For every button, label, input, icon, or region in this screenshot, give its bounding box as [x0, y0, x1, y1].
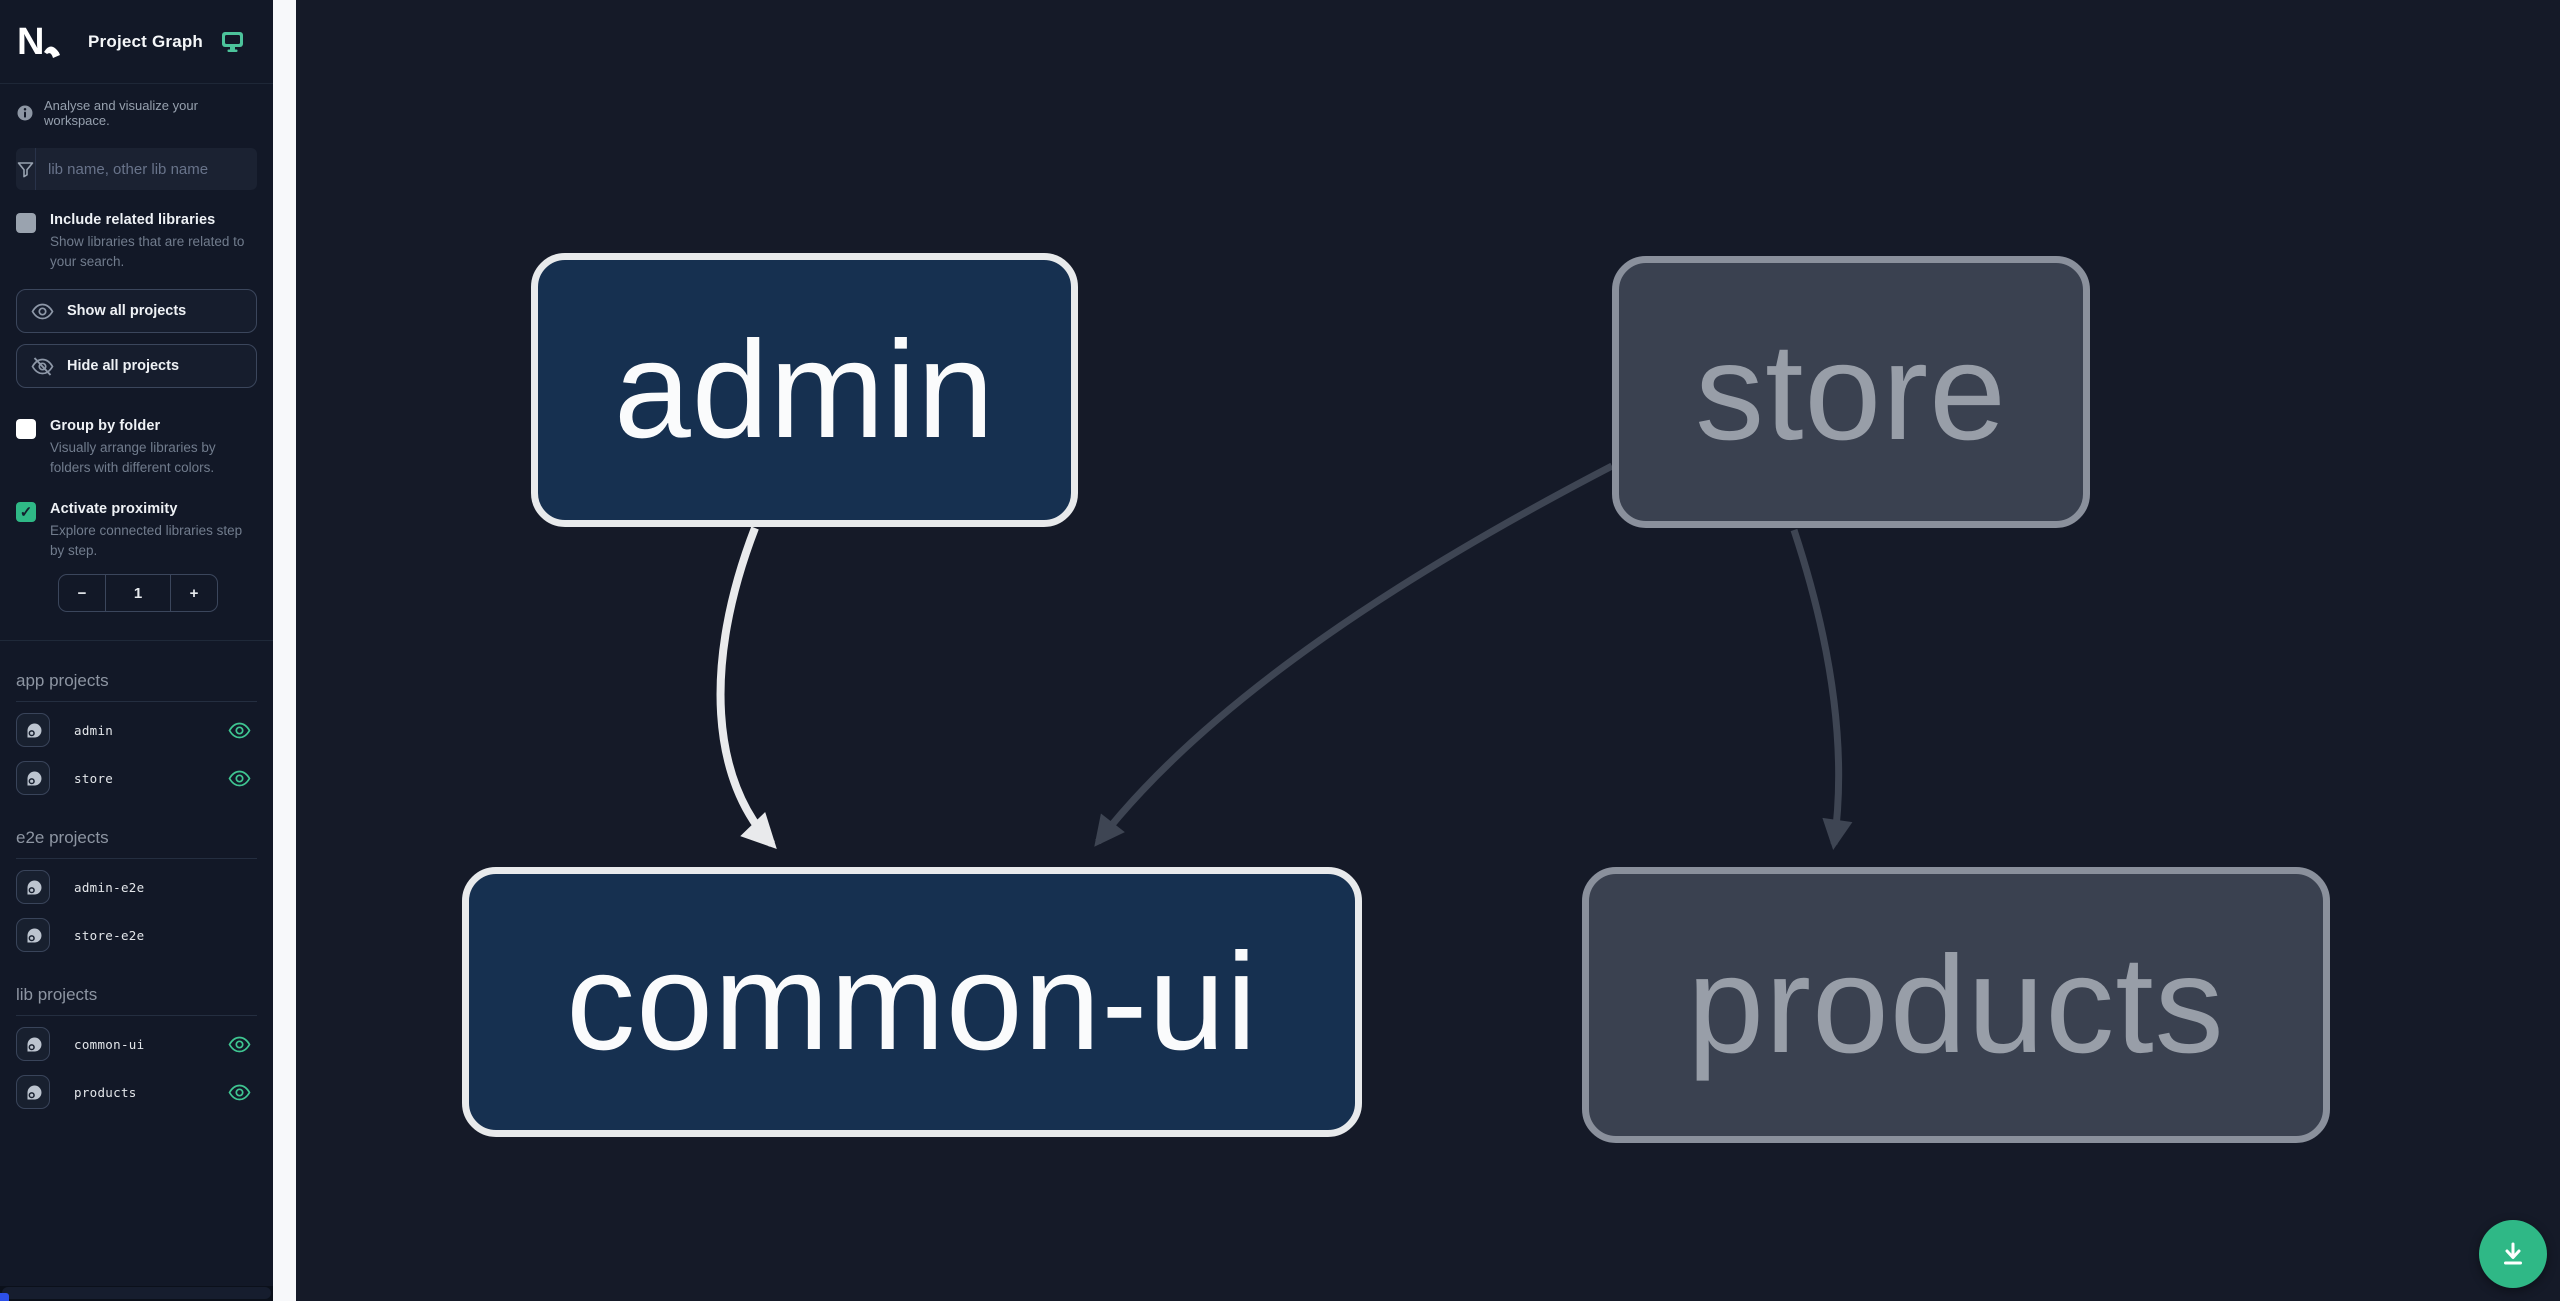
sidebar-canvas-divider [273, 0, 296, 1301]
graph-node-common-ui[interactable]: common-ui [462, 867, 1362, 1137]
focus-project-button[interactable] [16, 918, 50, 953]
project-row-store: store [16, 758, 257, 798]
project-row-store-e2e: store-e2e [16, 915, 257, 955]
search-box [16, 148, 257, 190]
focus-project-button[interactable] [16, 870, 50, 905]
toggle-visibility-eye-icon[interactable] [228, 770, 251, 787]
filter-icon [16, 148, 36, 190]
toggle-visibility-eye-icon[interactable] [228, 722, 251, 739]
option-include-related: Include related libraries Show libraries… [0, 212, 273, 271]
project-row-common-ui: common-ui [16, 1024, 257, 1064]
nx-logo: N [17, 21, 60, 63]
toggle-visibility-eye-icon[interactable] [228, 1084, 251, 1101]
include-related-description: Show libraries that are related to your … [50, 234, 245, 269]
section-title: lib projects [16, 985, 257, 1017]
focus-pin-icon [27, 1085, 42, 1100]
section-app-projects: app projects admin [0, 671, 273, 798]
group-by-folder-checkbox[interactable] [16, 419, 36, 440]
tagline-row: Analyse and visualize your workspace. [0, 98, 273, 128]
focus-project-button[interactable] [16, 1075, 50, 1110]
include-related-checkbox[interactable] [16, 213, 36, 233]
proximity-increment-button[interactable]: + [170, 575, 217, 612]
focus-project-button[interactable] [16, 761, 50, 796]
node-label: admin [614, 312, 995, 467]
proximity-value: 1 [133, 584, 143, 602]
project-name[interactable]: common-ui [74, 1036, 145, 1052]
page-title: Project Graph [88, 31, 204, 51]
proximity-stepper: − 1 + [58, 574, 218, 613]
activate-proximity-label: Activate proximity [50, 501, 178, 518]
group-by-folder-label: Group by folder [50, 418, 161, 435]
section-title: e2e projects [16, 828, 257, 860]
activate-proximity-description: Explore connected libraries step by step… [50, 523, 243, 558]
monitor-icon[interactable] [221, 31, 244, 52]
project-row-products: products [16, 1072, 257, 1112]
include-related-label: Include related libraries [50, 212, 216, 228]
focus-project-button[interactable] [16, 713, 50, 748]
proximity-decrement-button[interactable]: − [59, 575, 106, 612]
graph-node-store[interactable]: store [1612, 256, 2090, 528]
project-name[interactable]: products [74, 1084, 137, 1100]
hide-all-projects-label: Hide all projects [67, 358, 180, 375]
section-e2e-projects: e2e projects admin-e2e store-e2e [0, 828, 273, 955]
graph-node-products[interactable]: products [1582, 867, 2330, 1143]
section-lib-projects: lib projects common-ui [0, 985, 273, 1112]
hide-all-projects-button[interactable]: Hide all projects [16, 344, 257, 389]
option-activate-proximity: Activate proximity Explore connected lib… [0, 501, 273, 560]
group-by-folder-description: Visually arrange libraries by folders wi… [50, 440, 216, 475]
search-input[interactable] [36, 148, 257, 190]
project-row-admin: admin [16, 710, 257, 750]
focus-pin-icon [27, 723, 42, 738]
option-group-by-folder: Group by folder Visually arrange librari… [0, 418, 273, 477]
focus-pin-icon [27, 771, 42, 786]
scrollbar-corner [0, 1293, 9, 1301]
node-label: common-ui [566, 924, 1258, 1079]
horizontal-scrollbar-thumb[interactable] [2, 1287, 271, 1299]
node-label: store [1695, 314, 2007, 469]
project-name[interactable]: store-e2e [74, 927, 145, 943]
info-icon [17, 105, 33, 121]
toggle-visibility-eye-icon[interactable] [228, 1036, 251, 1053]
project-name[interactable]: admin-e2e [74, 879, 145, 895]
eye-icon [31, 303, 54, 319]
project-name[interactable]: admin [74, 722, 114, 738]
focus-pin-icon [27, 928, 42, 943]
focus-project-button[interactable] [16, 1027, 50, 1062]
svg-text:N: N [17, 21, 44, 63]
focus-pin-icon [27, 880, 42, 895]
project-row-admin-e2e: admin-e2e [16, 867, 257, 907]
section-title: app projects [16, 671, 257, 703]
tagline-text: Analyse and visualize your workspace. [44, 98, 198, 128]
node-label: products [1687, 927, 2225, 1082]
show-all-projects-button[interactable]: Show all projects [16, 289, 257, 334]
activate-proximity-checkbox[interactable] [16, 502, 36, 523]
download-image-button[interactable] [2479, 1220, 2547, 1288]
graph-node-admin[interactable]: admin [531, 253, 1078, 527]
focus-pin-icon [27, 1037, 42, 1052]
download-icon [2504, 1242, 2522, 1265]
project-name[interactable]: store [74, 770, 114, 786]
show-all-projects-label: Show all projects [67, 303, 187, 320]
sidebar-header: N Project Graph [0, 0, 273, 84]
sidebar-divider [0, 640, 273, 642]
sidebar: N Project Graph Analyse and visualize yo… [0, 0, 273, 1286]
eye-off-icon [31, 356, 54, 376]
